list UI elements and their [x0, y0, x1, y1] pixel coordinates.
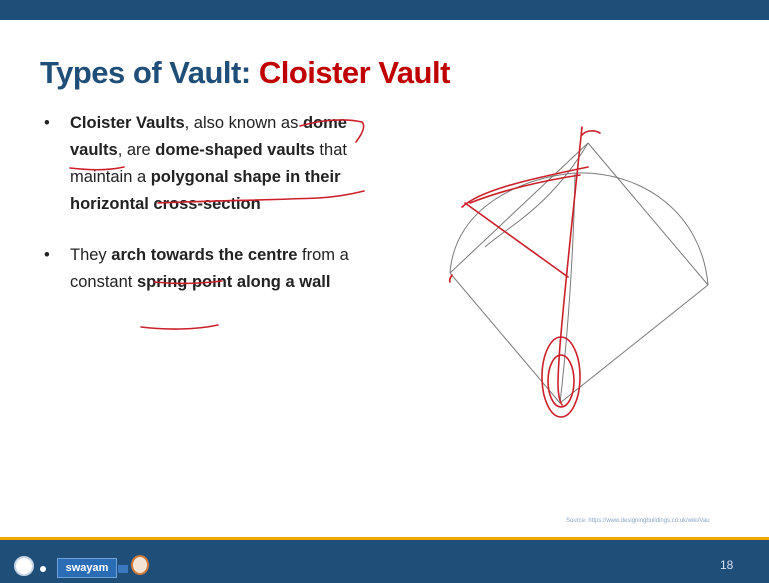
vault-edge-left-bottom — [449, 272, 561, 404]
bullet-2-along-wall: along a wall — [236, 273, 331, 291]
annotation-arc-main — [461, 166, 589, 208]
annotation-underline-polygonal — [157, 190, 365, 204]
annotation-circle-outer — [541, 336, 581, 418]
bullet-2-spring-point: spring point — [136, 273, 233, 291]
vault-arc-back — [484, 142, 589, 248]
bullet-1-dome-vaults: dome vaults — [70, 114, 347, 159]
title-accent: Cloister Vault — [258, 55, 451, 90]
bullet-1-polygonal: polygonal shape in their horizontal — [70, 168, 341, 213]
institution-logo-icon — [14, 556, 34, 576]
bullet-1-text-b: , are — [117, 141, 156, 159]
bullet-item-2: They arch towards the centre from a cons… — [40, 242, 380, 296]
page-number: 18 — [720, 558, 734, 572]
vault-edge-right-top — [587, 142, 709, 286]
annotation-arc-inner — [469, 174, 581, 204]
top-bar — [0, 0, 769, 20]
annotation-underline-towards — [153, 280, 223, 285]
annotation-underline-dome — [299, 119, 365, 143]
vault-edge-right-bottom — [559, 284, 709, 404]
annotation-diagonal — [464, 202, 569, 278]
title-main: Types of Vault: — [40, 55, 251, 90]
annotation-spine-top — [581, 130, 601, 136]
source-credit: Source: https://www.designingbuildings.c… — [566, 518, 710, 524]
bullet-1-term: Cloister Vaults — [70, 114, 185, 132]
annotation-spine — [557, 126, 583, 406]
bullet-item-1: Cloister Vaults, also known as dome vaul… — [40, 110, 380, 218]
bullet-2-text-a: They — [70, 246, 112, 264]
footer-stripe — [0, 537, 769, 540]
annotation-underline-spring — [140, 324, 219, 330]
vault-arc-right — [574, 172, 709, 286]
swayam-flag-icon — [118, 565, 128, 573]
bullet-1-cross-section: cross-section — [153, 195, 261, 213]
bullet-1-dome-shaped: dome-shaped vaults — [155, 141, 315, 159]
cloister-vault-diagram — [448, 126, 709, 418]
bullet-1-text-c: that maintain a — [70, 141, 347, 186]
annotation-underline-vaults — [69, 166, 125, 171]
bullet-1-text-a: , also known as — [184, 114, 303, 132]
footer-dot-icon — [40, 566, 46, 572]
annotation-tick — [448, 274, 453, 283]
swayam-logo: swayam — [57, 558, 117, 578]
bullet-2-text-b: from a constant — [70, 246, 349, 291]
footer-bar — [0, 540, 769, 583]
vault-arc-left — [449, 172, 576, 274]
bullet-list: Cloister Vaults, also known as dome vaul… — [40, 110, 380, 296]
slide-title: Types of Vault: Cloister Vault — [40, 55, 450, 91]
partner-logo-icon — [131, 555, 149, 575]
bullet-2-centre: centre — [247, 246, 298, 264]
vault-edge-left-top — [449, 142, 589, 274]
annotation-circle-inner — [547, 354, 575, 408]
bullet-2-arch: arch towards the — [111, 246, 244, 264]
